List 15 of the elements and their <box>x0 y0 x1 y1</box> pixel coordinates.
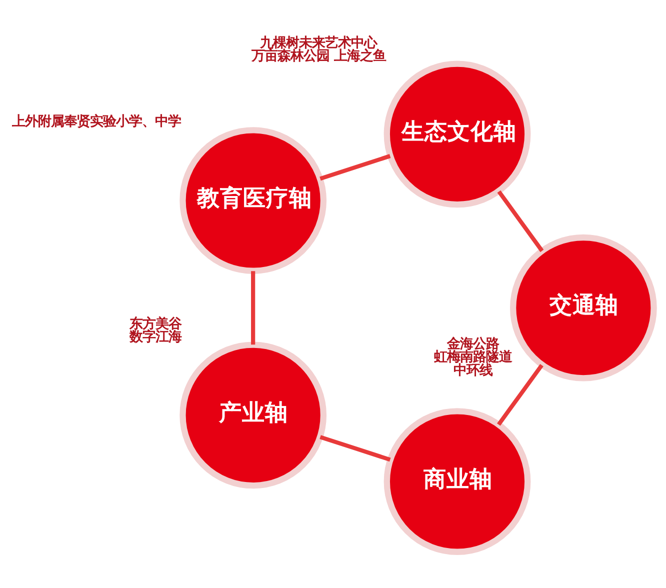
node-label: 万亩森林公园 上海之鱼 <box>251 48 386 64</box>
node-circle: 教育医疗轴 <box>180 126 327 274</box>
node-label: 上外附属奉贤实验小学、中学 <box>12 114 182 129</box>
node-circle: 生态文化轴 <box>384 60 531 208</box>
connector <box>497 190 544 252</box>
node-label: 东方美谷 <box>129 316 182 332</box>
node-circle: 商业轴 <box>384 408 531 554</box>
node-label: 数字江海 <box>129 330 182 345</box>
connector <box>497 363 544 426</box>
connector <box>320 154 391 180</box>
node-label: 九棵树未来艺术中心 <box>260 35 378 50</box>
connector <box>320 434 391 462</box>
connector <box>251 270 256 344</box>
node-circle: 产业轴 <box>180 341 327 488</box>
node-label: 中环线 <box>453 363 492 378</box>
